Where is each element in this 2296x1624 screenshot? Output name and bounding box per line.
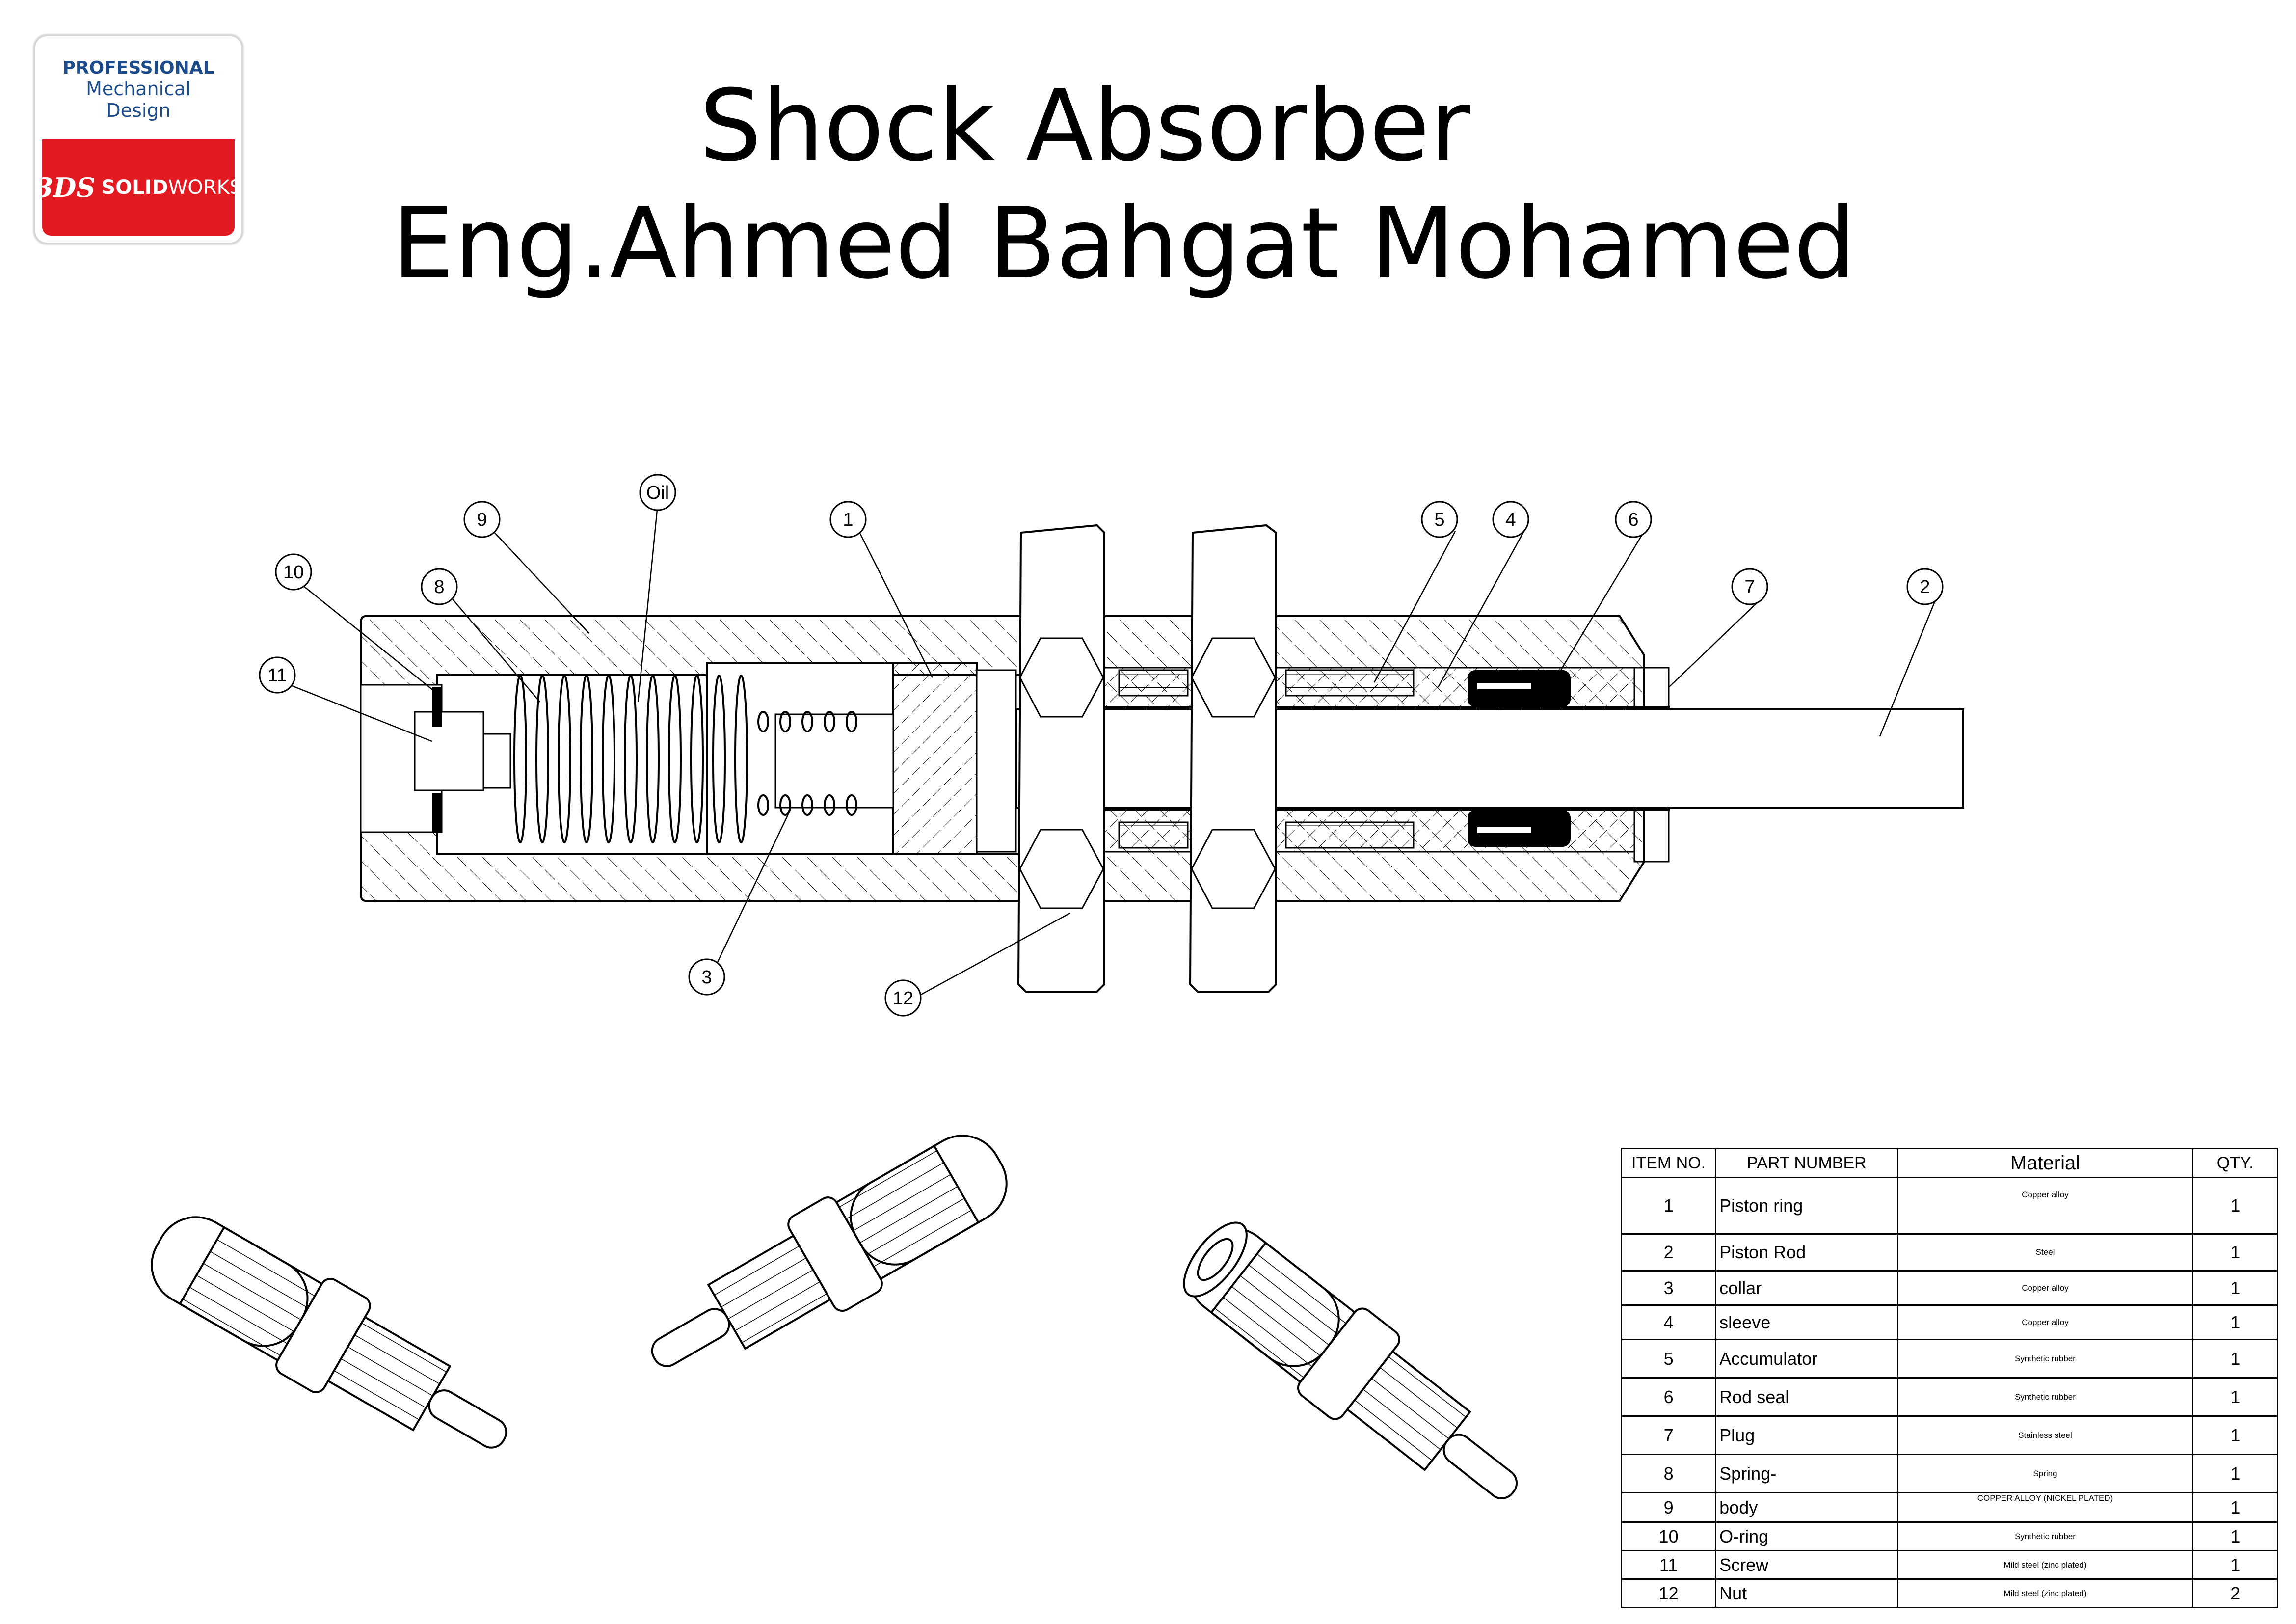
bom-header-part: PART NUMBER	[1715, 1148, 1898, 1178]
badge-line1: PROFESSIONAL	[62, 58, 214, 78]
balloon-2: 2	[1906, 568, 1944, 605]
drawing-author: Eng.Ahmed Bahgat Mohamed	[392, 187, 1856, 301]
svg-text:11: 11	[267, 665, 287, 686]
svg-text:4: 4	[1505, 510, 1516, 530]
balloon-9: 9	[463, 501, 501, 538]
svg-text:Oil: Oil	[646, 483, 669, 503]
accumulator-top-a	[1118, 669, 1189, 697]
svg-text:9: 9	[477, 510, 487, 530]
collar	[774, 713, 894, 809]
balloon-12: 12	[884, 979, 922, 1017]
o-ring-top	[432, 687, 442, 727]
svg-text:7: 7	[1744, 577, 1755, 597]
bom-header-material: Material	[1896, 1148, 2194, 1178]
piston-rod	[1015, 708, 1964, 809]
svg-text:8: 8	[434, 577, 444, 597]
piston-assembly	[706, 662, 1017, 855]
balloon-1: 1	[829, 501, 867, 538]
balloon-8: 8	[421, 568, 458, 605]
balloon-10: 10	[275, 553, 312, 591]
svg-text:1: 1	[843, 510, 853, 530]
badge-line2: Mechanical	[86, 78, 191, 100]
balloon-4: 4	[1492, 501, 1529, 538]
balloon-3: 3	[688, 958, 725, 996]
balloon-5: 5	[1421, 501, 1458, 538]
bom-header-item: ITEM NO.	[1620, 1148, 1717, 1178]
hex-nut-1	[1017, 524, 1105, 993]
professional-badge: PROFESSIONAL Mechanical Design 3DS SOLID…	[33, 34, 243, 244]
iso-view-3	[1183, 1221, 1518, 1499]
ds-logo-icon: 3DS	[34, 172, 96, 203]
svg-text:3: 3	[701, 967, 712, 988]
bom-header-row: ITEM NO. PART NUMBER Material QTY.	[1620, 1148, 2278, 1178]
svg-text:12: 12	[893, 988, 913, 1009]
end-screw	[360, 684, 511, 833]
hex-nut-2	[1189, 524, 1277, 993]
balloon-6: 6	[1615, 501, 1652, 538]
svg-text:2: 2	[1920, 577, 1930, 597]
solidworks-wordmark: SOLIDWORKS	[101, 176, 242, 199]
drawing-title: Shock Absorber	[699, 69, 1470, 183]
balloon-oil: Oil	[639, 474, 676, 511]
balloon-7: 7	[1731, 568, 1768, 605]
svg-text:6: 6	[1628, 510, 1638, 530]
balloon-11: 11	[259, 656, 296, 694]
accumulator-bottom-b	[1285, 821, 1415, 849]
iso-view-1	[151, 1216, 507, 1449]
badge-line3: Design	[106, 100, 171, 121]
accumulator-top-b	[1285, 669, 1415, 697]
accumulator-bottom-a	[1118, 821, 1189, 849]
svg-text:5: 5	[1434, 510, 1444, 530]
iso-view-2	[651, 1135, 1008, 1367]
solidworks-logo: 3DS SOLIDWORKS	[35, 139, 241, 236]
leader-lines	[289, 504, 1937, 1000]
badge-text: PROFESSIONAL Mechanical Design	[35, 36, 241, 135]
balloons: 10 11 8 9 Oil 1 5 4 6 7 2 3 12	[259, 474, 1944, 1017]
o-ring-bottom	[432, 793, 442, 832]
spring	[513, 675, 857, 843]
bom-header-qty: QTY.	[2192, 1148, 2278, 1178]
svg-text:10: 10	[283, 562, 304, 583]
